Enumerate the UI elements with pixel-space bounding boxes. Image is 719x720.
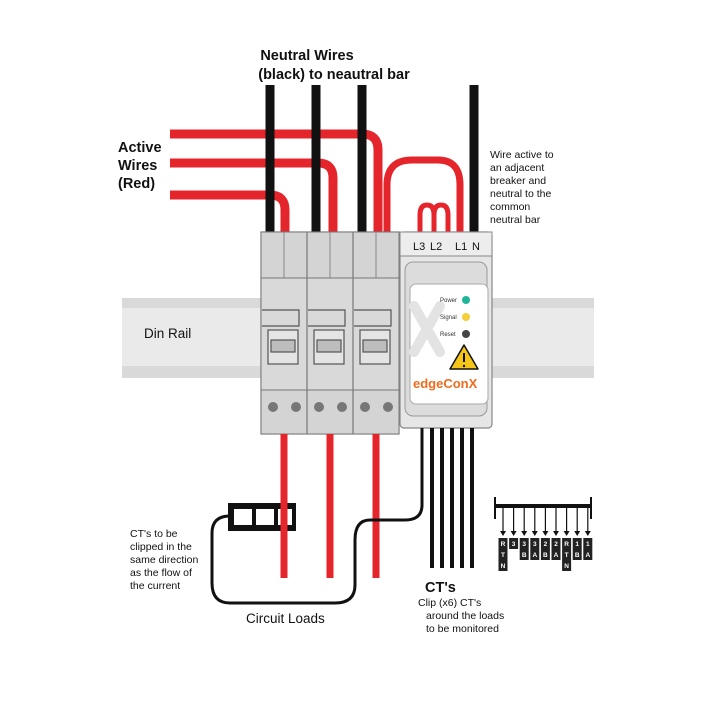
connector-pin-block-1 [509, 538, 519, 549]
connector-pin-letter: B [522, 552, 527, 559]
logo-watermark [409, 301, 445, 357]
connector-pin-block-2 [519, 538, 529, 560]
edgeconx-device: L3 L2 L1 N Power Signal Reset edgeConX [399, 231, 493, 429]
warning-triangle-icon [449, 344, 479, 370]
terminal-label-3: N [472, 241, 480, 253]
connector-pin-letter: 3 [522, 541, 526, 548]
brand-label: edgeConX [413, 376, 478, 391]
breaker-switch-1 [262, 309, 300, 365]
connector-arrowhead-1 [510, 531, 517, 536]
connector-pin-letter: R [564, 541, 569, 548]
led-reset [462, 330, 470, 338]
breaker-switch-2 [308, 309, 346, 365]
connector-arrowhead-7 [574, 531, 581, 536]
connector-pin-block-0 [498, 538, 508, 571]
connector-pin-block-3 [530, 538, 540, 560]
connector-arrowhead-0 [500, 531, 506, 536]
cts-note: Clip (x6) CT's around the loads to be mo… [418, 597, 507, 635]
connector-pin-block-7 [572, 538, 582, 560]
connector-pin-letter: R [501, 541, 506, 548]
connector-arrowhead-8 [584, 531, 591, 536]
connector-pin-letter: A [585, 552, 590, 559]
connector-pin-letter: N [501, 563, 506, 570]
connector-pin-letter: T [501, 552, 505, 559]
connector-arrowhead-2 [521, 531, 528, 536]
connector-arrowhead-3 [531, 531, 538, 536]
terminal-loop-l2 [431, 202, 451, 233]
cts-title: CT's [425, 580, 456, 596]
ct-connector [494, 497, 592, 519]
led-signal [462, 313, 470, 321]
breaker-block [260, 231, 400, 435]
connector-pin-letter: B [543, 552, 548, 559]
terminal-label-1: L2 [430, 241, 442, 253]
connector-arrowhead-5 [553, 531, 559, 536]
connector-pin-letter: 1 [586, 541, 590, 548]
led-label-signal: Signal [440, 315, 457, 321]
connector-pin-letter: T [565, 552, 569, 559]
connector-arrowhead-6 [563, 531, 570, 536]
cts-clip-note: CT's to be clipped in the same direction… [130, 528, 201, 592]
connector-pin-block-6 [562, 538, 572, 571]
connector-pin-block-5 [551, 538, 561, 560]
screw-terminals [268, 402, 393, 412]
connector-pin-block-4 [540, 538, 550, 560]
terminal-label-0: L3 [413, 241, 425, 253]
connector-pin-letter: 1 [575, 541, 579, 548]
led-label-power: Power [440, 298, 457, 304]
connector-pin-letter: 3 [533, 541, 537, 548]
wire-active-note: Wire active to an adjacent breaker and n… [490, 149, 557, 226]
ct-leads [430, 428, 474, 568]
neutral-wires [265, 85, 479, 233]
connector-pin-letter: B [575, 552, 580, 559]
connector-pin-letter: A [554, 552, 559, 559]
terminal-label-2: L1 [455, 241, 467, 253]
connector-pin-block-8 [583, 538, 593, 560]
circuit-loads-label: Circuit Loads [246, 611, 325, 626]
connector-pin-letter: 2 [554, 541, 558, 548]
active-wires-label: Active Wires (Red) [118, 140, 166, 192]
connector-pin-letter: A [532, 552, 537, 559]
connector-pin-letter: N [564, 563, 569, 570]
breaker-switch-3 [354, 309, 392, 365]
ct-cable [210, 428, 424, 605]
connector-pin-letter: 2 [544, 541, 548, 548]
neutral-wires-label: Neutral Wires (black) to neautral bar [258, 48, 410, 83]
connector-pin-letter: 3 [512, 541, 516, 548]
load-wires [280, 434, 380, 578]
din-rail-label: Din Rail [144, 326, 191, 341]
device-feed-wire [383, 156, 464, 233]
led-label-reset: Reset [440, 332, 456, 338]
connector-arrowhead-4 [542, 531, 549, 536]
led-power [462, 296, 470, 304]
